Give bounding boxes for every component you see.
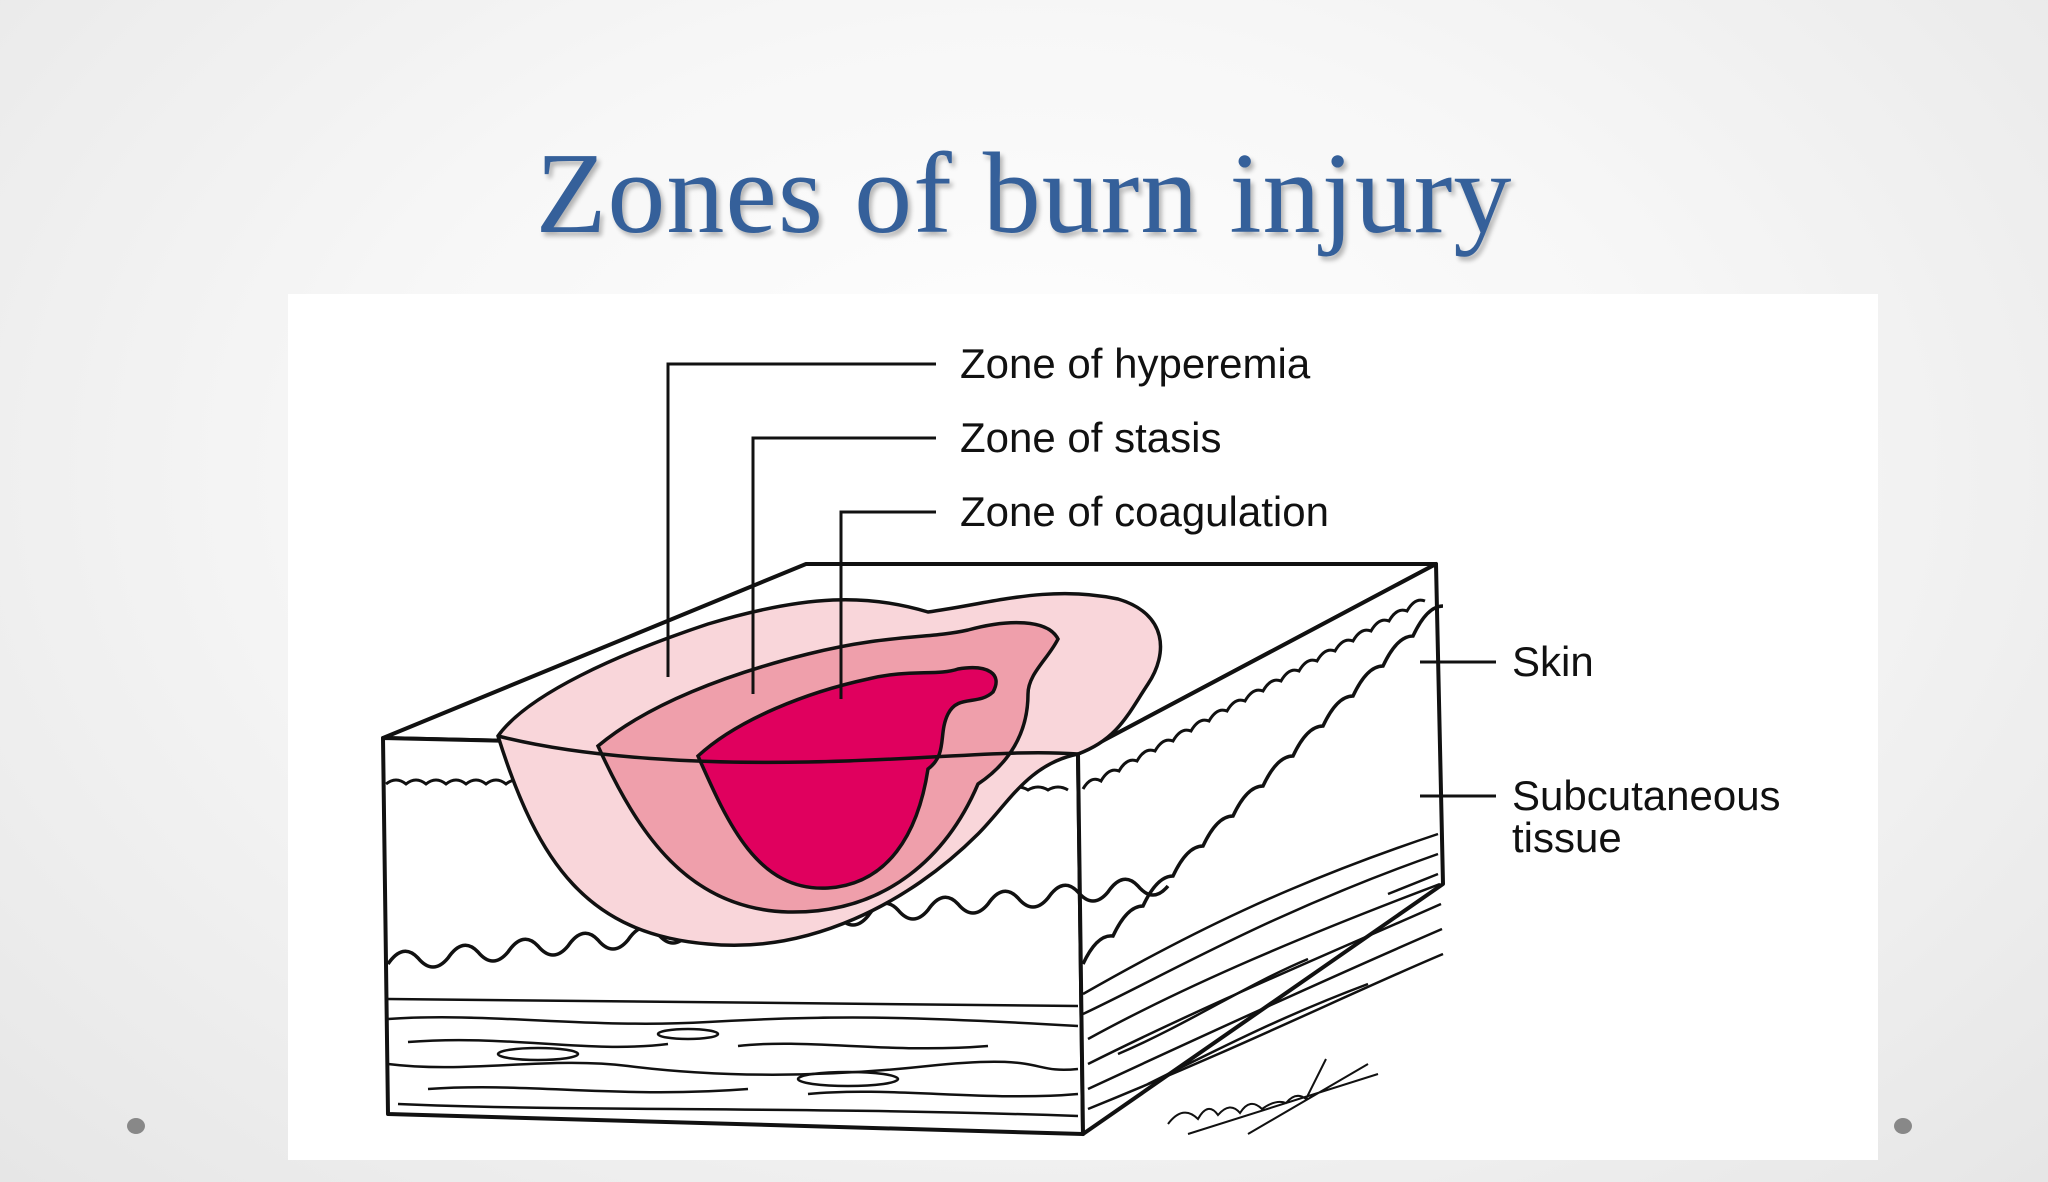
label-skin: Skin [1512, 638, 1594, 685]
label-zone-of-hyperemia: Zone of hyperemia [960, 340, 1311, 387]
label-zone-of-coagulation: Zone of coagulation [960, 488, 1329, 535]
burn-zones-diagram: Zone of hyperemia Zone of stasis Zone of… [288, 294, 1878, 1160]
label-subcutaneous: Subcutaneous [1512, 772, 1781, 819]
diagram-svg: Zone of hyperemia Zone of stasis Zone of… [288, 294, 1878, 1160]
prev-slide-dot-icon[interactable] [127, 1118, 145, 1134]
label-zone-of-stasis: Zone of stasis [960, 414, 1221, 461]
artist-signature [1168, 1059, 1378, 1134]
next-slide-dot-icon[interactable] [1894, 1118, 1912, 1134]
slide-title: Zones of burn injury [0, 128, 2048, 261]
label-tissue: tissue [1512, 814, 1622, 861]
